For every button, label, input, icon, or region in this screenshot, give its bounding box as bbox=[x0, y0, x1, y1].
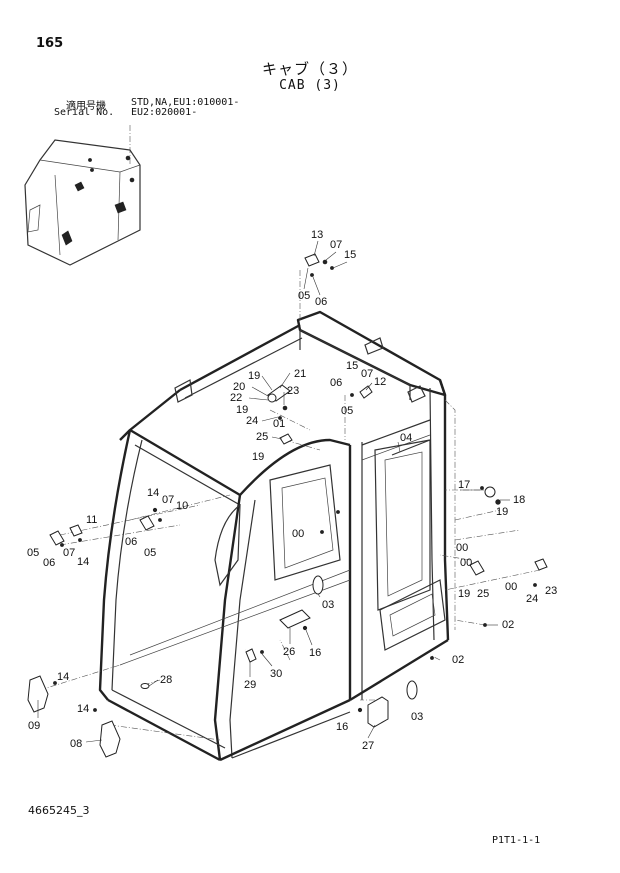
part-label-11: 11 bbox=[86, 514, 97, 526]
part-label-00: 00 bbox=[292, 528, 304, 540]
part-label-16-b: 16 bbox=[336, 721, 348, 733]
part-label-28: 28 bbox=[160, 674, 172, 686]
part-label-22: 22 bbox=[230, 392, 242, 404]
serial-range-line1: STD,NA,EU1:010001- bbox=[131, 97, 240, 108]
part-label-19-b: 19 bbox=[236, 404, 248, 416]
part-label-01: 01 bbox=[273, 418, 285, 430]
part-label-12: 12 bbox=[374, 376, 386, 388]
part-label-07: 07 bbox=[330, 239, 342, 251]
page-number: 165 bbox=[36, 36, 64, 51]
cab-frame bbox=[98, 310, 521, 762]
document-id: 4665245_3 bbox=[28, 804, 90, 817]
serial-label-english: Serial No. bbox=[54, 107, 115, 118]
part-label-25: 25 bbox=[256, 431, 268, 443]
part-label-00-b: 00 bbox=[456, 542, 468, 554]
page-reference: P1T1-1-1 bbox=[492, 835, 541, 846]
part-label-26: 26 bbox=[283, 646, 295, 658]
part-label-05-c: 05 bbox=[144, 547, 156, 559]
part-label-17: 17 bbox=[458, 479, 470, 491]
serial-label-japanese: 適用号機 bbox=[66, 101, 106, 112]
part-label-07-c: 07 bbox=[162, 494, 174, 506]
part-number-labels-repeated: 15 07 06 05 19 19 07 06 05 05 06 07 14 1… bbox=[27, 360, 557, 733]
part-label-02: 02 bbox=[502, 619, 514, 631]
part-label-03-b: 03 bbox=[411, 711, 423, 723]
part-label-19-d: 19 bbox=[496, 506, 508, 518]
part-number-labels: 13 07 15 05 06 21 19 20 23 22 24 01 25 1… bbox=[28, 229, 525, 752]
part-label-25-b: 25 bbox=[477, 588, 489, 600]
part-label-14-b: 14 bbox=[77, 556, 89, 568]
part-label-04: 04 bbox=[400, 432, 412, 444]
part-label-18: 18 bbox=[513, 494, 525, 506]
part-label-19-c: 19 bbox=[252, 451, 264, 463]
part-label-00-c: 00 bbox=[460, 557, 472, 569]
part-label-24-b: 24 bbox=[526, 593, 538, 605]
page-title-japanese: キャブ（３） bbox=[261, 60, 358, 78]
part-label-15: 15 bbox=[344, 249, 356, 261]
part-label-14-d: 14 bbox=[77, 703, 89, 715]
part-label-15-b: 15 bbox=[346, 360, 358, 372]
part-label-06-c: 06 bbox=[125, 536, 137, 548]
part-label-23-b: 23 bbox=[545, 585, 557, 597]
part-label-02-b: 02 bbox=[452, 654, 464, 666]
part-label-07-d: 07 bbox=[63, 547, 75, 559]
part-label-08: 08 bbox=[70, 738, 82, 750]
part-label-00-d: 00 bbox=[505, 581, 517, 593]
label-leaders bbox=[37, 240, 510, 743]
part-label-16: 16 bbox=[309, 647, 321, 659]
part-label-14-c: 14 bbox=[57, 671, 69, 683]
part-label-06-d: 06 bbox=[43, 557, 55, 569]
part-label-13: 13 bbox=[311, 229, 323, 241]
part-label-19: 19 bbox=[248, 370, 260, 382]
component-shapes bbox=[27, 253, 548, 758]
part-label-03: 03 bbox=[322, 599, 334, 611]
page-title-english: CAB (3) bbox=[279, 78, 341, 93]
part-label-19-e: 19 bbox=[458, 588, 470, 600]
part-label-24: 24 bbox=[246, 415, 258, 427]
serial-range-line2: EU2:020001- bbox=[131, 107, 198, 118]
part-label-29: 29 bbox=[244, 679, 256, 691]
part-label-10: 10 bbox=[176, 500, 188, 512]
part-label-21: 21 bbox=[294, 368, 306, 380]
part-label-14: 14 bbox=[147, 487, 159, 499]
part-label-05-d: 05 bbox=[27, 547, 39, 559]
part-label-05-b: 05 bbox=[341, 405, 353, 417]
part-label-20: 20 bbox=[233, 381, 245, 393]
part-label-06-b: 06 bbox=[330, 377, 342, 389]
part-label-30: 30 bbox=[270, 668, 282, 680]
part-label-06: 06 bbox=[315, 296, 327, 308]
cab-overview-thumbnail bbox=[24, 125, 141, 266]
part-label-09: 09 bbox=[28, 720, 40, 732]
part-label-27: 27 bbox=[362, 740, 374, 752]
part-label-07-b: 07 bbox=[361, 368, 373, 380]
part-label-23: 23 bbox=[287, 385, 299, 397]
part-label-05: 05 bbox=[298, 290, 310, 302]
